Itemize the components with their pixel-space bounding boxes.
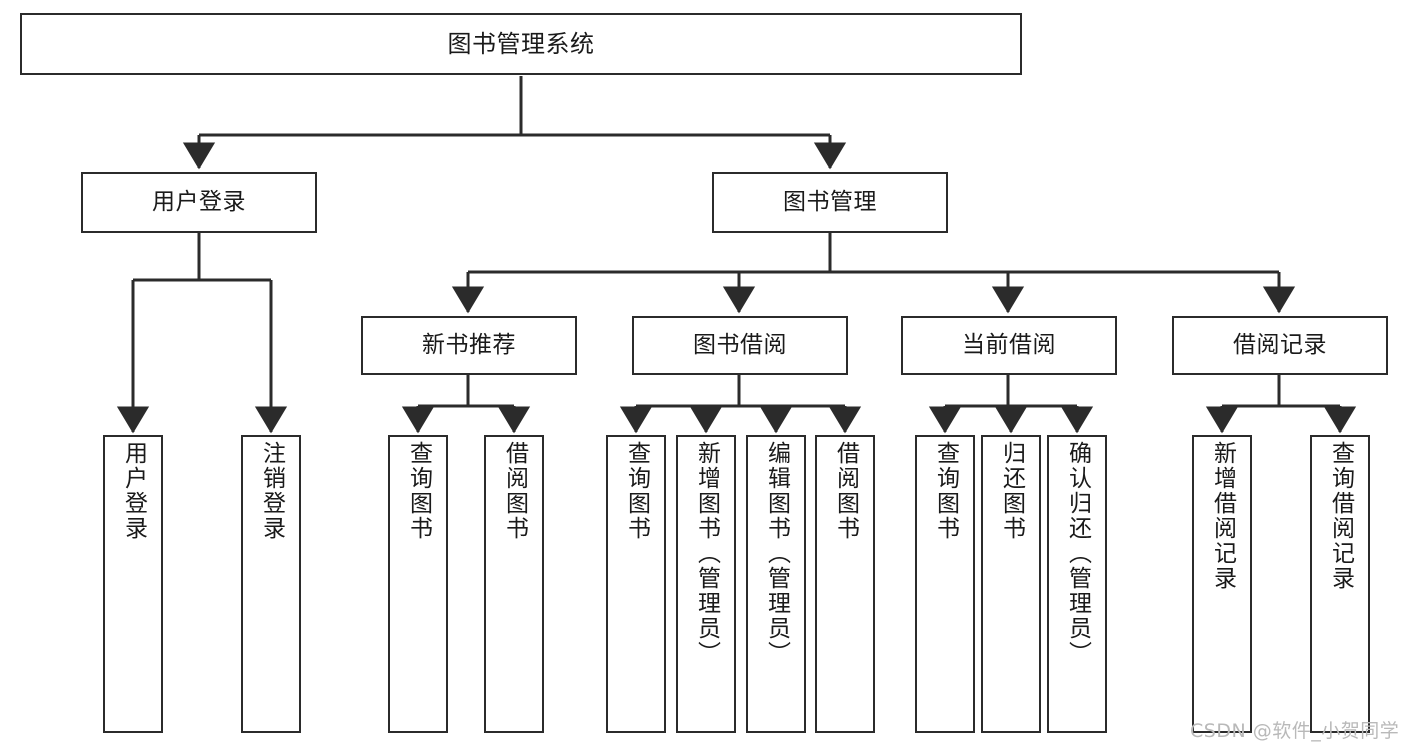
node-root[interactable]: 图书管理系统 (20, 13, 1022, 75)
leaf-query-record-label: 查询借阅记录 (1327, 441, 1354, 591)
node-borrow-record[interactable]: 借阅记录 (1172, 316, 1388, 375)
leaf-add-record[interactable]: 新增借阅记录 (1192, 435, 1252, 733)
node-book-manage[interactable]: 图书管理 (712, 172, 948, 233)
node-new-book-recommend[interactable]: 新书推荐 (361, 316, 577, 375)
leaf-user-login-label: 用户登录 (120, 441, 147, 541)
leaf-add-book[interactable]: 新增图书（管理员） (676, 435, 736, 733)
node-current-borrow-label: 当前借阅 (962, 331, 1056, 358)
leaf-edit-book[interactable]: 编辑图书（管理员） (746, 435, 806, 733)
leaf-query-book-1[interactable]: 查询图书 (388, 435, 448, 733)
node-borrow-record-label: 借阅记录 (1233, 331, 1327, 358)
leaf-add-book-label: 新增图书（管理员） (693, 441, 720, 666)
leaf-query-book-3[interactable]: 查询图书 (915, 435, 975, 733)
node-current-borrow[interactable]: 当前借阅 (901, 316, 1117, 375)
leaf-query-book-1-label: 查询图书 (405, 441, 432, 541)
node-book-manage-label: 图书管理 (783, 188, 877, 215)
leaf-user-logout-label: 注销登录 (258, 441, 285, 541)
node-user-login-label: 用户登录 (152, 188, 246, 215)
node-root-label: 图书管理系统 (447, 29, 595, 58)
leaf-confirm-return[interactable]: 确认归还（管理员） (1047, 435, 1107, 733)
leaf-confirm-return-label: 确认归还（管理员） (1064, 441, 1091, 666)
leaf-return-book-label: 归还图书 (998, 441, 1025, 541)
csdn-watermark: CSDN @软件_小贺同学 (1190, 720, 1400, 742)
node-user-login[interactable]: 用户登录 (81, 172, 317, 233)
leaf-query-book-2[interactable]: 查询图书 (606, 435, 666, 733)
leaf-add-record-label: 新增借阅记录 (1209, 441, 1236, 591)
leaf-borrow-book-2-label: 借阅图书 (832, 441, 859, 541)
node-book-borrow-label: 图书借阅 (693, 331, 787, 358)
leaf-borrow-book-1[interactable]: 借阅图书 (484, 435, 544, 733)
leaf-user-login[interactable]: 用户登录 (103, 435, 163, 733)
leaf-borrow-book-1-label: 借阅图书 (501, 441, 528, 541)
node-book-borrow[interactable]: 图书借阅 (632, 316, 848, 375)
leaf-query-book-2-label: 查询图书 (623, 441, 650, 541)
leaf-query-book-3-label: 查询图书 (932, 441, 959, 541)
leaf-return-book[interactable]: 归还图书 (981, 435, 1041, 733)
leaf-user-logout[interactable]: 注销登录 (241, 435, 301, 733)
leaf-edit-book-label: 编辑图书（管理员） (763, 441, 790, 666)
leaf-query-record[interactable]: 查询借阅记录 (1310, 435, 1370, 733)
leaf-borrow-book-2[interactable]: 借阅图书 (815, 435, 875, 733)
node-new-book-recommend-label: 新书推荐 (422, 331, 516, 358)
